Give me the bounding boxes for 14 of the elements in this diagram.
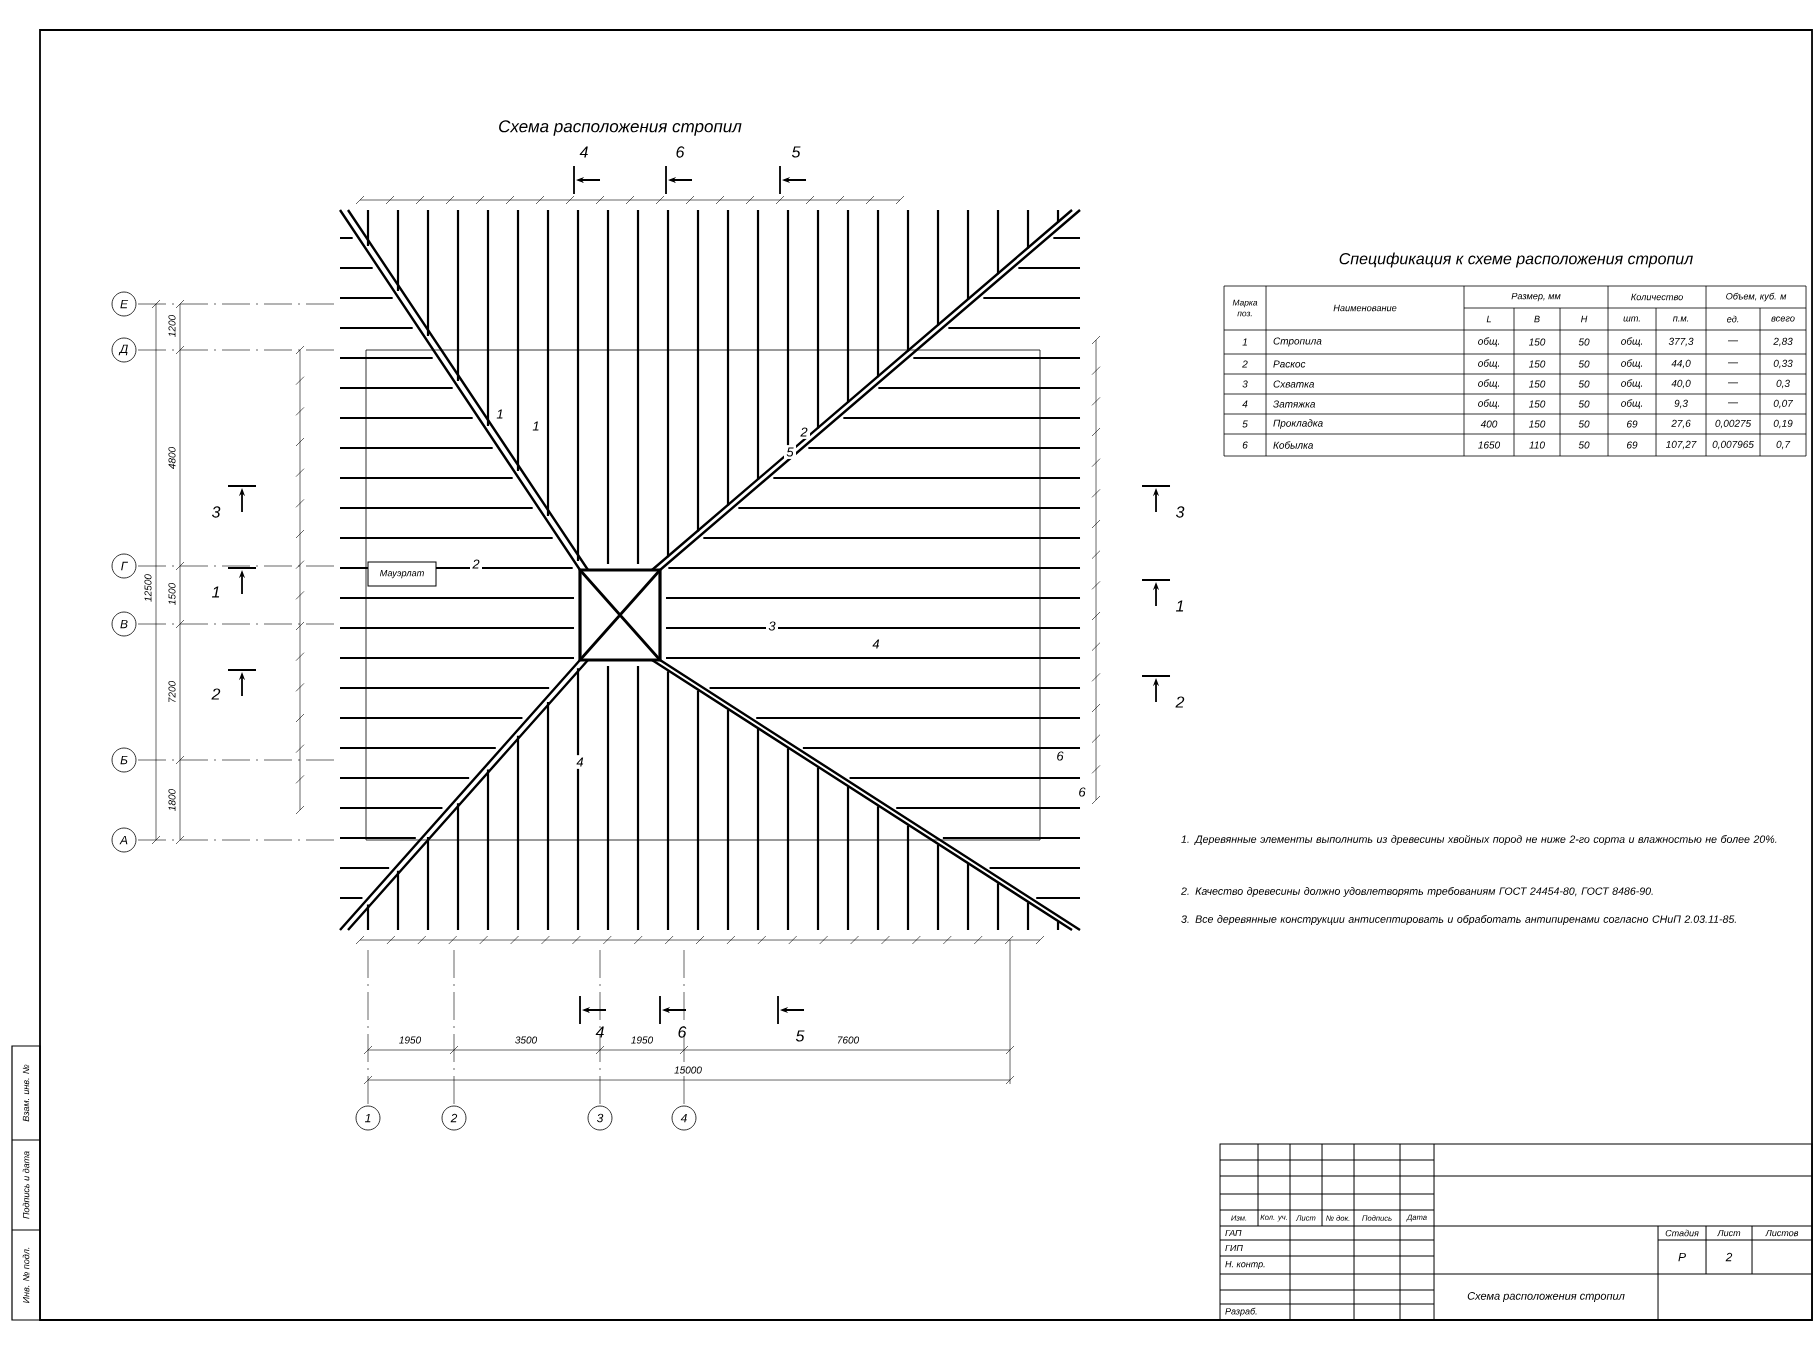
section-label: 2 <box>211 688 221 700</box>
section-label: 1 <box>1175 600 1184 612</box>
section-label: 6 <box>676 146 685 158</box>
plan-title: Схема расположения стропил <box>499 120 742 136</box>
table-title: Спецификация к схеме расположения стропил <box>1339 252 1693 268</box>
section-label: 4 <box>595 1026 604 1038</box>
section-label: 2 <box>1175 696 1185 708</box>
section-label: 5 <box>791 146 801 158</box>
section-label: 3 <box>1175 506 1185 518</box>
section-label: 6 <box>678 1026 687 1038</box>
section-label: 1 <box>211 586 220 598</box>
section-label: 5 <box>795 1030 805 1042</box>
section-label: 3 <box>211 506 221 518</box>
section-label: 4 <box>579 146 588 158</box>
